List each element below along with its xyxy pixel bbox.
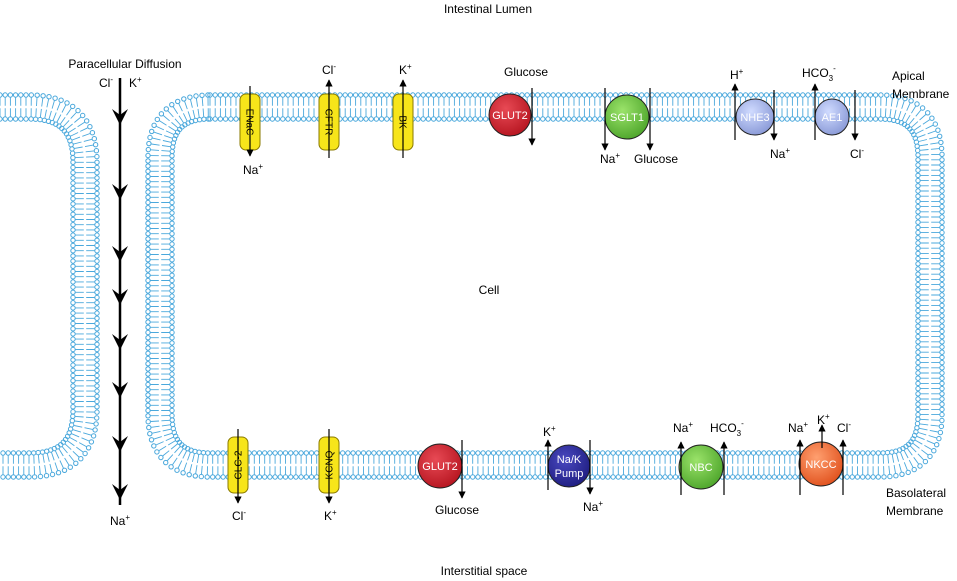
paracellular-arrowhead: [112, 246, 128, 262]
transporter-na-k-pump: Na/K Pump K+ Na+: [543, 424, 603, 514]
svg-text:Pump: Pump: [555, 468, 584, 480]
svg-text:Na+: Na+: [770, 146, 790, 161]
svg-text:NKCC: NKCC: [805, 459, 836, 471]
svg-text:K+: K+: [817, 412, 830, 427]
svg-text:Cl-: Cl-: [837, 420, 851, 435]
svg-text:K+: K+: [324, 508, 337, 523]
svg-text:Membrane: Membrane: [886, 504, 944, 518]
svg-text:BK: BK: [397, 115, 408, 129]
lipid-bilayer: [0, 92, 945, 480]
transporter-glut2-basolateral: GLUT2 Glucose: [417, 440, 479, 517]
channel-kcnq: KCNQ K+: [318, 429, 340, 523]
svg-text:K+: K+: [399, 62, 412, 77]
paracellular-arrowhead: [112, 184, 128, 200]
channel-bk: BK K+: [392, 62, 414, 158]
svg-text:CFTR: CFTR: [323, 109, 334, 136]
channel-enac: ENaC Na+: [239, 86, 263, 177]
lipid-heads-outer: [169, 116, 921, 456]
paracellular-na-label: Na+: [110, 513, 130, 528]
paracellular-arrowhead: [112, 289, 128, 305]
paracellular-arrowhead: [112, 484, 128, 500]
svg-text:Na+: Na+: [583, 499, 603, 514]
svg-text:NHE3: NHE3: [740, 112, 769, 124]
svg-text:KCNQ: KCNQ: [325, 450, 336, 479]
cell-label: Cell: [479, 283, 500, 297]
paracellular-diffusion: Paracellular Diffusion Cl- K+ Na+: [68, 57, 181, 528]
svg-text:GLUT2: GLUT2: [492, 110, 527, 122]
svg-text:Cl-: Cl-: [850, 146, 864, 161]
paracellular-arrowheads: [112, 109, 128, 500]
apical-membrane-label: Apical Membrane: [892, 69, 950, 101]
svg-text:ENaC: ENaC: [244, 109, 255, 136]
lipid-heads-inner: [145, 92, 945, 480]
transporter-nhe3: NHE3 H+ Na+: [730, 67, 790, 161]
svg-text:H+: H+: [730, 67, 744, 82]
svg-text:Cl-: Cl-: [232, 508, 246, 523]
paracellular-arrowhead: [112, 436, 128, 452]
svg-text:Glucose: Glucose: [435, 503, 479, 517]
lipid-tails: [150, 97, 940, 475]
paracellular-k-label: K+: [129, 75, 142, 90]
transporter-sglt1: SGLT1 Na+ Glucose: [600, 88, 678, 166]
svg-text:Na+: Na+: [788, 420, 808, 435]
svg-text:HCO3-: HCO3-: [710, 419, 744, 438]
svg-text:Na/K: Na/K: [557, 454, 582, 466]
svg-text:Na+: Na+: [600, 151, 620, 166]
lipid-heads-inner: [0, 92, 100, 480]
lipid-heads-outer: [0, 116, 76, 456]
svg-text:GLUT2: GLUT2: [422, 461, 457, 473]
svg-text:Apical: Apical: [892, 69, 925, 83]
transporter-nkcc: NKCC Na+ K+ Cl-: [788, 412, 851, 495]
svg-text:CLC-2: CLC-2: [234, 450, 245, 479]
channel-cftr: CFTR Cl-: [318, 62, 340, 158]
svg-text:Glucose: Glucose: [634, 152, 678, 166]
svg-text:K+: K+: [543, 424, 556, 439]
lipid-tails: [0, 97, 95, 475]
svg-text:Cl-: Cl-: [322, 62, 336, 77]
svg-text:Basolateral: Basolateral: [886, 486, 946, 500]
transporter-ae1: AE1 HCO3- Cl-: [802, 64, 864, 161]
svg-text:Membrane: Membrane: [892, 87, 950, 101]
paracellular-arrowhead: [112, 382, 128, 398]
intestinal-lumen-label: Intestinal Lumen: [444, 2, 532, 16]
paracellular-arrowhead: [112, 109, 128, 125]
paracellular-arrowhead: [112, 334, 128, 350]
transporter-nbc: NBC Na+ HCO3-: [673, 419, 744, 495]
basolateral-membrane-label: Basolateral Membrane: [886, 486, 946, 518]
svg-text:HCO3-: HCO3-: [802, 64, 836, 83]
svg-text:Na+: Na+: [243, 162, 263, 177]
svg-text:SGLT1: SGLT1: [610, 112, 644, 124]
svg-text:NBC: NBC: [689, 462, 712, 474]
svg-text:Na+: Na+: [673, 420, 693, 435]
svg-text:Glucose: Glucose: [504, 65, 548, 79]
transporter-glut2-apical: Glucose GLUT2: [488, 65, 548, 146]
channel-clc2: CLC-2 Cl-: [227, 429, 249, 523]
paracellular-cl-label: Cl-: [99, 75, 113, 90]
paracellular-title: Paracellular Diffusion: [68, 57, 181, 71]
interstitial-space-label: Interstitial space: [441, 564, 528, 578]
svg-text:AE1: AE1: [822, 112, 843, 124]
